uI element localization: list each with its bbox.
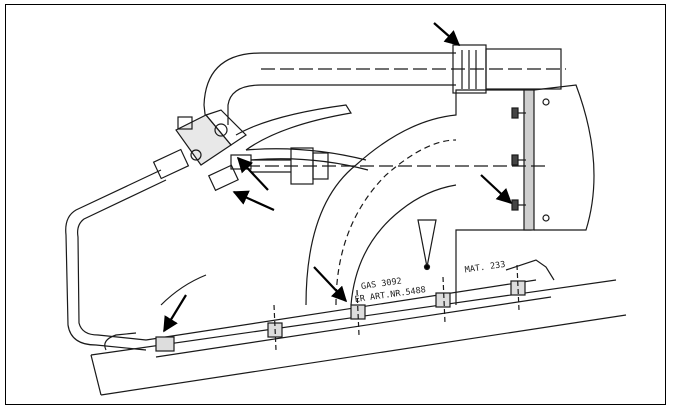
arrow-rail-middle (313, 266, 348, 303)
arrow-top (433, 22, 461, 47)
rail-bracket (160, 259, 555, 306)
arrow-valve-upper (236, 156, 269, 191)
exclamation-triangle-icon (417, 219, 437, 271)
material-label: MAT. 233 (464, 260, 506, 276)
arrow-valve-lower (232, 190, 275, 212)
flex-hose (235, 104, 369, 171)
rail-fasteners (155, 264, 526, 352)
mounting-plate (511, 84, 595, 231)
arrow-plate (480, 174, 513, 205)
arrow-rail-left (163, 294, 187, 333)
technical-drawing: GAS 3092 ER ART.NR.5488 MAT. 233 (65, 22, 627, 396)
bend-pipe (203, 52, 262, 125)
valve-assembly (152, 109, 252, 192)
long-pipe (65, 169, 167, 351)
fan-housing (305, 89, 532, 306)
figure-frame: GAS 3092 ER ART.NR.5488 MAT. 233 (5, 4, 666, 405)
top-pipe (261, 44, 566, 94)
connector-pipe (246, 147, 546, 185)
